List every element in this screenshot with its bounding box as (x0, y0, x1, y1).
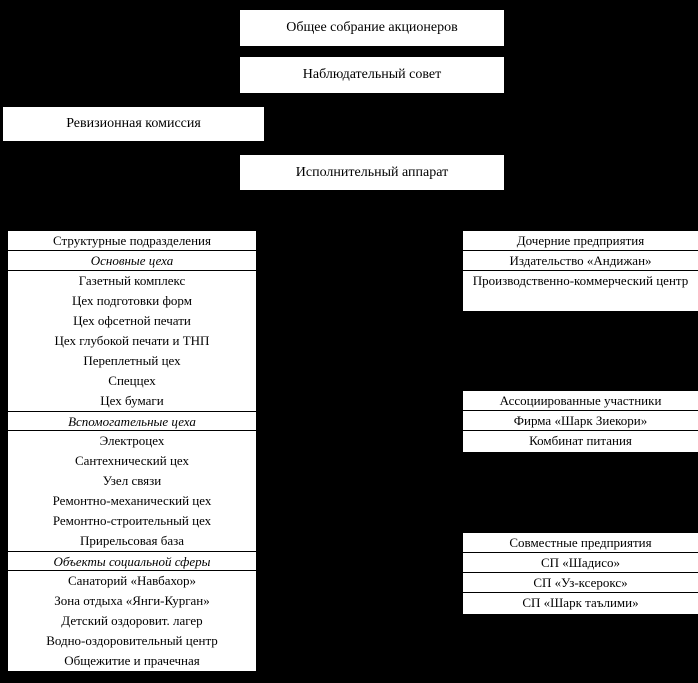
unit-row: Издательство «Андижан» (463, 251, 698, 271)
unit-row: Ремонтно-строительный цех (52, 513, 212, 528)
unit-row: Общежитие и прачечная (64, 653, 200, 668)
box-supervisory-board: Наблюдательный совет (240, 57, 504, 93)
structural-divisions-panel: Структурные подразделения Основные цеха … (8, 231, 256, 671)
unit-row: Цех бумаги (100, 393, 164, 408)
box-supervisory-board-label: Наблюдательный совет (302, 67, 442, 82)
unit-row: Цех подготовки форм (72, 293, 192, 308)
section-title-auxiliary-shops: Вспомогательные цеха (8, 411, 256, 431)
unit-row: Ремонтно-механический цех (52, 493, 212, 508)
structural-divisions-header: Структурные подразделения (8, 231, 256, 251)
box-executive-apparatus: Исполнительный аппарат (240, 155, 504, 190)
unit-row: Фирма «Шарк Зиекори» (463, 411, 698, 431)
unit-row: Детский оздоровит. лагер (61, 613, 203, 628)
unit-row: Производственно-коммерческий центр (472, 273, 689, 288)
unit-row: Комбинат питания (529, 433, 632, 448)
unit-row: Переплетный цех (83, 353, 181, 368)
unit-row: Электроцех (99, 433, 165, 448)
unit-row: СП «Шарк таълими» (522, 595, 639, 610)
box-general-meeting: Общее собрание акционеров (240, 10, 504, 46)
unit-row: СП «Шадисо» (463, 553, 698, 573)
unit-row: Сантехнический цех (74, 453, 190, 468)
box-audit-commission-label: Ревизионная комиссия (66, 116, 201, 131)
section-title-social-objects: Объекты социальной сферы (8, 551, 256, 571)
unit-row: Прирельсовая база (79, 533, 185, 548)
unit-row: СП «Уз-ксерокс» (463, 573, 698, 593)
unit-row: Водно-оздоровительный центр (46, 633, 218, 648)
associated-participants-panel: Ассоциированные участники Фирма «Шарк Зи… (463, 391, 698, 452)
unit-row: Цех офсетной печати (73, 313, 191, 328)
unit-row: Газетный комплекс (78, 273, 186, 288)
unit-row: Спеццех (108, 373, 156, 388)
box-audit-commission: Ревизионная комиссия (3, 107, 264, 141)
joint-ventures-header: Совместные предприятия (463, 533, 698, 553)
unit-row: Цех глубокой печати и ТНП (54, 333, 210, 348)
box-executive-apparatus-label: Исполнительный аппарат (295, 164, 449, 180)
subsidiaries-panel: Дочерние предприятия Издательство «Андиж… (463, 231, 698, 311)
unit-row: Узел связи (102, 473, 162, 488)
joint-ventures-panel: Совместные предприятия СП «Шадисо» СП «У… (463, 533, 698, 614)
associated-participants-header: Ассоциированные участники (463, 391, 698, 411)
subsidiaries-header: Дочерние предприятия (463, 231, 698, 251)
unit-row: Санаторий «Навбахор» (67, 573, 197, 588)
unit-row: Зона отдыха «Янги-Курган» (54, 593, 210, 608)
section-title-main-shops: Основные цеха (8, 251, 256, 271)
box-general-meeting-label: Общее собрание акционеров (286, 20, 458, 35)
